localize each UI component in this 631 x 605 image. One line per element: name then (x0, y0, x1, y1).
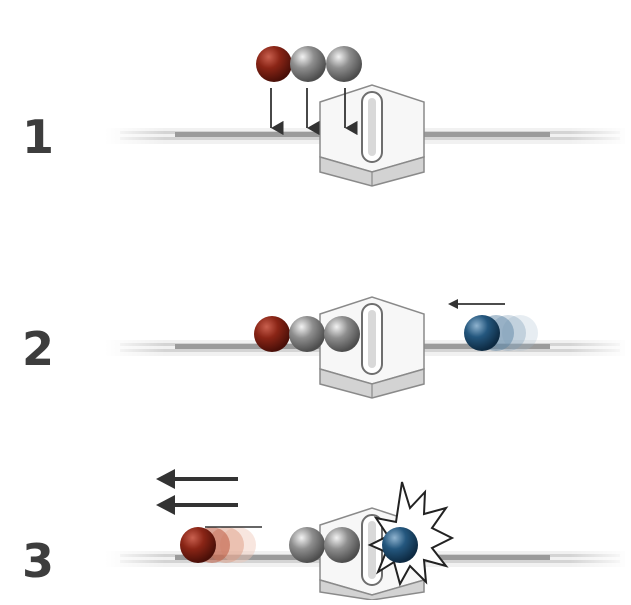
gray-ball (326, 46, 362, 82)
step-number-2: 2 (22, 322, 55, 376)
left-arrow (156, 469, 238, 489)
gray-ball (324, 316, 360, 352)
left-arrow (156, 495, 238, 515)
blue-ball (464, 315, 500, 351)
left-arrow (448, 299, 505, 309)
gray-ball (324, 527, 360, 563)
red-ball (180, 527, 216, 563)
gray-ball (289, 527, 325, 563)
gate-block (319, 84, 425, 187)
step-2-group (105, 296, 631, 399)
gray-ball (290, 46, 326, 82)
red-ball (254, 316, 290, 352)
step-number-3: 3 (22, 534, 55, 588)
step-3-group (105, 469, 631, 601)
red-ball (256, 46, 292, 82)
blue-ball (382, 527, 418, 563)
step-number-1: 1 (22, 110, 55, 164)
step-1-group (105, 46, 631, 187)
gray-ball (289, 316, 325, 352)
